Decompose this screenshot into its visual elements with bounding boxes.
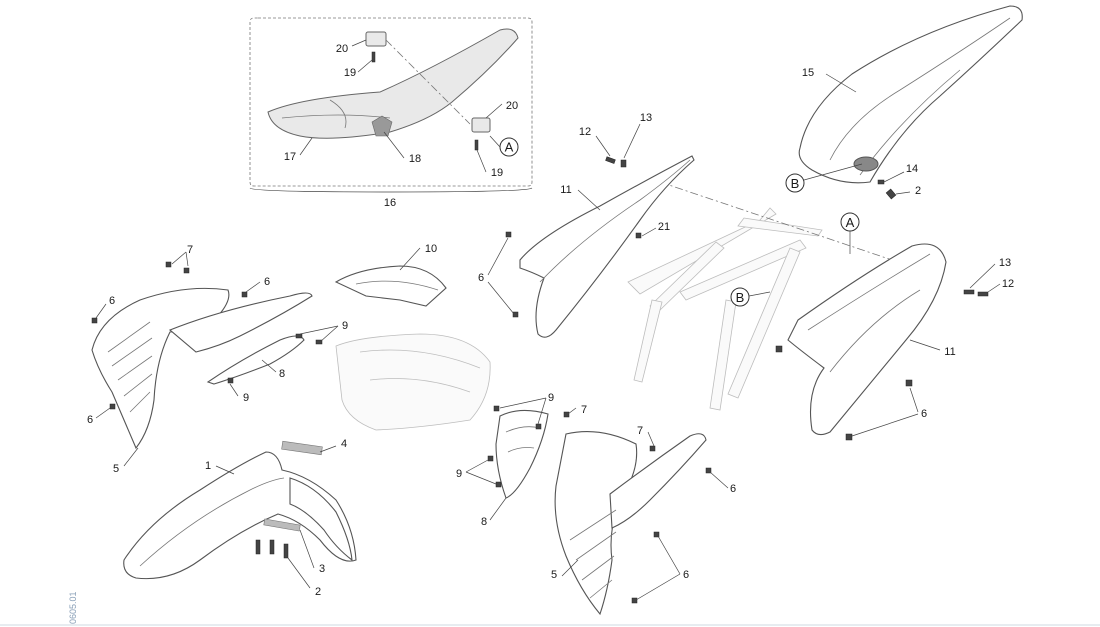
callout-7c: 7 <box>637 425 643 437</box>
callout-9d: 9 <box>456 468 462 480</box>
drawing-code: 0605.01 <box>68 591 78 624</box>
connector-a-seat-label: A <box>505 140 514 155</box>
callout-8b: 8 <box>481 516 487 528</box>
callout-19b: 19 <box>491 167 503 179</box>
seat-bracket-rear <box>471 117 491 133</box>
screw-2-rear <box>885 188 897 200</box>
subframe-ghost: A B <box>627 181 911 411</box>
callout-6b: 6 <box>264 276 270 288</box>
seat-axis <box>385 39 471 125</box>
callout-6f: 6 <box>683 569 689 581</box>
callout-3: 3 <box>319 563 325 575</box>
callout-11a: 11 <box>560 184 571 196</box>
washer-14 <box>877 179 885 185</box>
callout-20a: 20 <box>336 43 348 55</box>
callout-6a: 6 <box>478 272 484 284</box>
callout-6d: 6 <box>87 414 93 426</box>
axis-a-line <box>659 181 911 267</box>
connector-a-seat-arrow <box>489 135 501 148</box>
seat-bracket-front <box>365 31 387 47</box>
callout-14: 14 <box>906 163 918 175</box>
callout-17: 17 <box>284 151 296 163</box>
connector-b-frame <box>730 287 750 307</box>
connector-a-frame-label: A <box>846 215 855 230</box>
callout-2b: 2 <box>315 586 321 598</box>
callout-5a: 5 <box>113 463 119 475</box>
callout-9c: 9 <box>548 392 554 404</box>
callout-15: 15 <box>802 67 814 79</box>
shroud-right-part <box>554 407 729 616</box>
air-scoop-part <box>465 397 549 521</box>
callout-12a: 12 <box>579 126 591 138</box>
callout-5b: 5 <box>551 569 557 581</box>
connector-b-frame-label: B <box>736 290 745 305</box>
callout-6g: 6 <box>921 408 927 420</box>
callout-10: 10 <box>425 243 437 255</box>
callout-8a: 8 <box>279 368 285 380</box>
callout-4: 4 <box>341 438 347 450</box>
callout-7b: 7 <box>581 404 587 416</box>
callout-6c: 6 <box>109 295 115 307</box>
rear-fender-part: B <box>785 5 1023 200</box>
decal-strip-4 <box>281 440 323 456</box>
seat-patch <box>371 115 393 137</box>
seat-group-brace <box>249 187 533 193</box>
shroud-left-part <box>91 251 339 467</box>
callout-2a: 2 <box>915 185 921 197</box>
connector-b-fender-label: B <box>791 176 800 191</box>
callout-labels: 20 19 20 19 17 18 16 15 14 2 12 13 11 21… <box>87 43 1014 598</box>
front-fender-part <box>123 440 357 589</box>
callout-16: 16 <box>384 197 396 209</box>
side-panel-left-part <box>487 123 695 338</box>
callout-9b: 9 <box>243 392 249 404</box>
callout-9a: 9 <box>342 320 348 332</box>
callout-13b: 13 <box>999 257 1011 269</box>
seat-stitch <box>281 99 391 129</box>
callout-12b: 12 <box>1002 278 1014 290</box>
callout-11b: 11 <box>944 346 955 358</box>
callout-7a: 7 <box>187 244 193 256</box>
callout-13a: 13 <box>640 112 652 124</box>
airbox-cover-part <box>334 247 447 307</box>
callout-19a: 19 <box>344 67 356 79</box>
callout-6e: 6 <box>730 483 736 495</box>
seat-screw-front <box>371 51 376 63</box>
callout-1: 1 <box>205 460 211 472</box>
seat-part <box>267 28 519 139</box>
decal-strip-3 <box>263 518 301 532</box>
side-panel-right-part <box>775 243 1001 441</box>
seat-group: A <box>249 17 533 193</box>
seat-screw-rear <box>474 139 479 151</box>
connector-b-fender <box>785 173 805 193</box>
callout-18: 18 <box>409 153 421 165</box>
callout-21: 21 <box>658 221 670 233</box>
callout-20b: 20 <box>506 100 518 112</box>
fuel-tank-ghost <box>335 333 491 431</box>
